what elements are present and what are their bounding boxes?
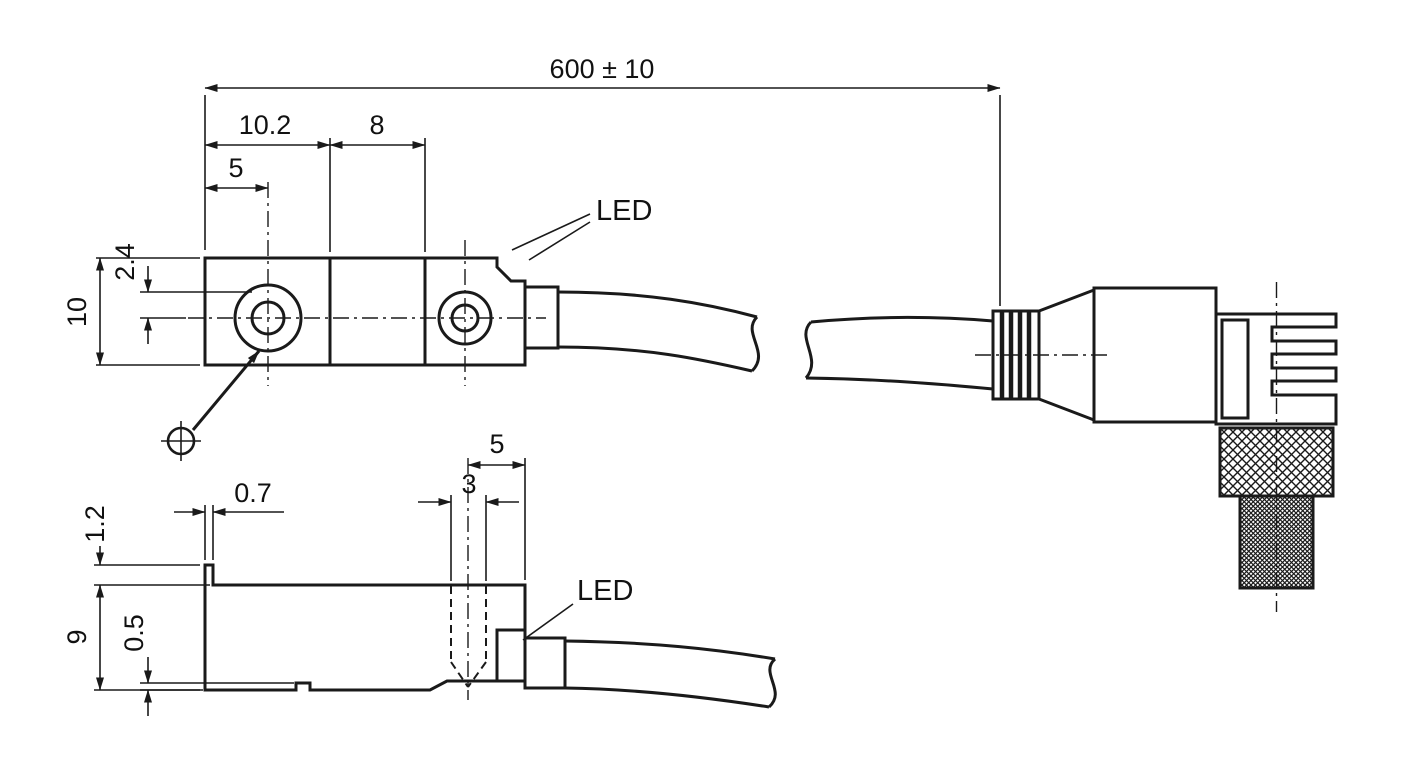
dim-text-600: 600 ± 10 [550,54,655,84]
top-view [188,182,994,391]
sensor-body-side-outline [203,563,527,692]
dim-text-0-7: 0.7 [234,478,272,508]
dim-text-0-5: 0.5 [119,614,149,652]
dimensions-top-view: 600 ± 10 10.2 8 5 10 2.4 LED [62,54,1001,461]
cable-line [557,345,753,373]
dim-text-5-side: 5 [489,429,504,459]
led-label-side: LED [577,575,633,607]
led-window-side [495,628,527,683]
cable-break [767,657,777,709]
cable-line [564,686,770,709]
led-leader-line [522,603,574,641]
hidden-line [467,661,487,688]
datum-arrow [191,350,261,431]
cable-line [805,376,994,391]
connector-body [1092,286,1218,424]
connector-sleeve-edge [1220,318,1250,420]
dim-text-10: 10 [62,297,92,327]
cable-top-view [557,290,994,391]
cable-ferrule-side [523,636,567,690]
dim-text-8: 8 [369,110,384,140]
dim-text-5: 5 [228,153,243,183]
led-callout-top: LED [511,195,652,261]
datum-target-callout [161,350,261,461]
cable-line [810,315,994,324]
side-view [203,458,777,709]
dim-text-9: 9 [62,629,92,644]
led-leader-line [511,213,591,251]
cable-line [557,290,758,319]
dim-text-1-2: 1.2 [80,505,110,543]
led-label-top: LED [596,195,652,227]
cable-line [564,639,776,661]
dim-text-2-4: 2.4 [110,243,140,281]
connector-m8-right-angle [975,282,1338,612]
led-leader-line [528,221,591,261]
cable-break-left [750,315,760,373]
cable-break-right [804,320,814,379]
dim-text-3: 3 [461,469,476,499]
led-callout-side: LED [522,575,633,641]
boot-taper [1038,288,1095,422]
sensor-body-outline [203,256,527,367]
dim-text-10-2: 10.2 [239,110,292,140]
hidden-hole-lines [450,586,487,688]
cable-side-view [564,639,777,709]
hidden-line [450,661,469,688]
dimensions-side-view: 5 3 0.7 1.2 9 0.5 LED [62,429,633,716]
